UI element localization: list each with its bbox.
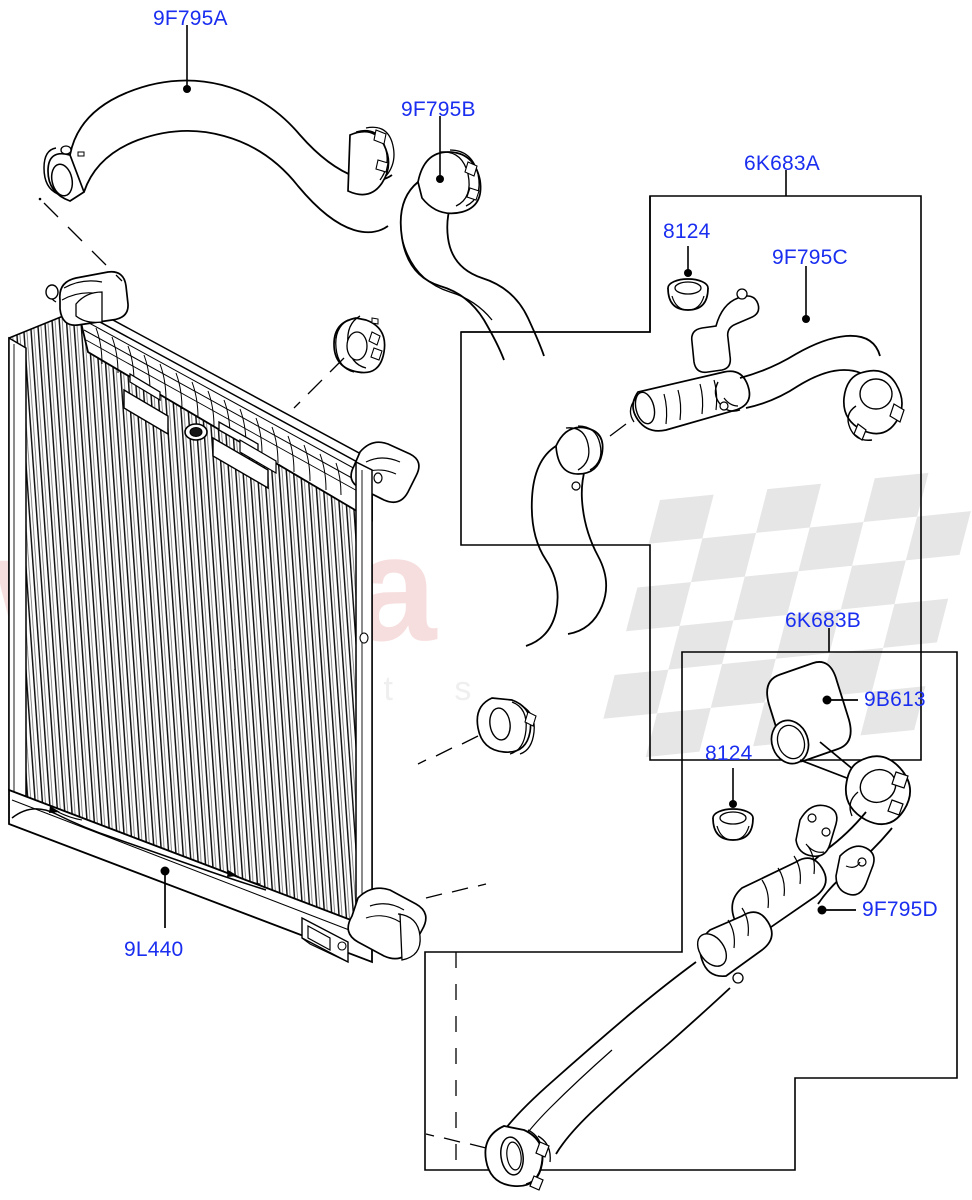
hose-9f795b [293, 116, 545, 409]
part-label-9f795a[interactable]: 9F795A [153, 7, 228, 30]
hose-lower-group-b [425, 961, 744, 1191]
hose-9f795a [38, 25, 395, 282]
group-box-6k683a-step [461, 196, 651, 333]
part-label-9b613[interactable]: 9B613 [864, 688, 926, 711]
leader-9l440 [160, 866, 170, 928]
plug-8124-upper [667, 246, 709, 311]
group-label-6k683a[interactable]: 6K683A [744, 152, 820, 175]
part-label-9l440[interactable]: 9L440 [124, 938, 184, 961]
dash-dot-radiator-to-groupb [425, 883, 487, 899]
hose-middle-vertical [417, 425, 608, 765]
intercooler-assembly [8, 270, 427, 964]
part-label-9f795b[interactable]: 9F795B [401, 98, 476, 121]
tube-9f795c [567, 266, 905, 469]
plug-8124-lower [712, 768, 754, 841]
part-label-8124-lower[interactable]: 8124 [705, 742, 753, 765]
tube-9f795d [696, 755, 911, 978]
part-label-9f795c[interactable]: 9F795C [772, 246, 848, 269]
part-label-8124-upper[interactable]: 8124 [663, 220, 711, 243]
part-label-9f795d[interactable]: 9F795D [862, 898, 938, 921]
group-label-6k683b[interactable]: 6K683B [785, 609, 861, 632]
group-box-6k683b [424, 651, 958, 1171]
